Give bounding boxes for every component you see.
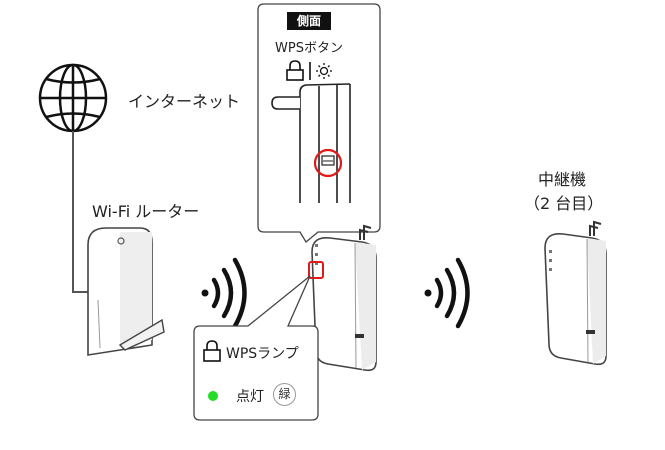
wifi-router [87,227,165,356]
internet-cable [72,131,88,293]
globe-icon [38,63,108,133]
wifi-signal-icon-2 [424,257,470,329]
repeater-title-label: 中継機 [538,170,587,189]
lock-icon [286,60,304,81]
wps-button-highlight [313,148,343,178]
wps-button-label: WPSボタン [275,41,343,56]
internet-label: インターネット [128,92,241,111]
side-view-heading: 側面 [287,12,331,30]
sun-icon [316,63,332,79]
repeater-1 [311,224,377,372]
lamp-color-badge: 緑 [273,383,296,406]
wps-lamp-highlight [308,261,324,279]
repeater-count-label: （2 台目） [524,194,604,213]
wps-lamp-label: WPSランプ [226,346,299,362]
lamp-lock-icon [203,340,221,362]
lamp-state-label: 点灯 [236,389,264,405]
repeater-2 [544,220,607,366]
wifi-signal-icon [201,257,247,329]
wifi-router-label: Wi-Fi ルーター [92,202,200,221]
green-lamp-dot [208,391,218,401]
device-side-view [271,83,351,203]
